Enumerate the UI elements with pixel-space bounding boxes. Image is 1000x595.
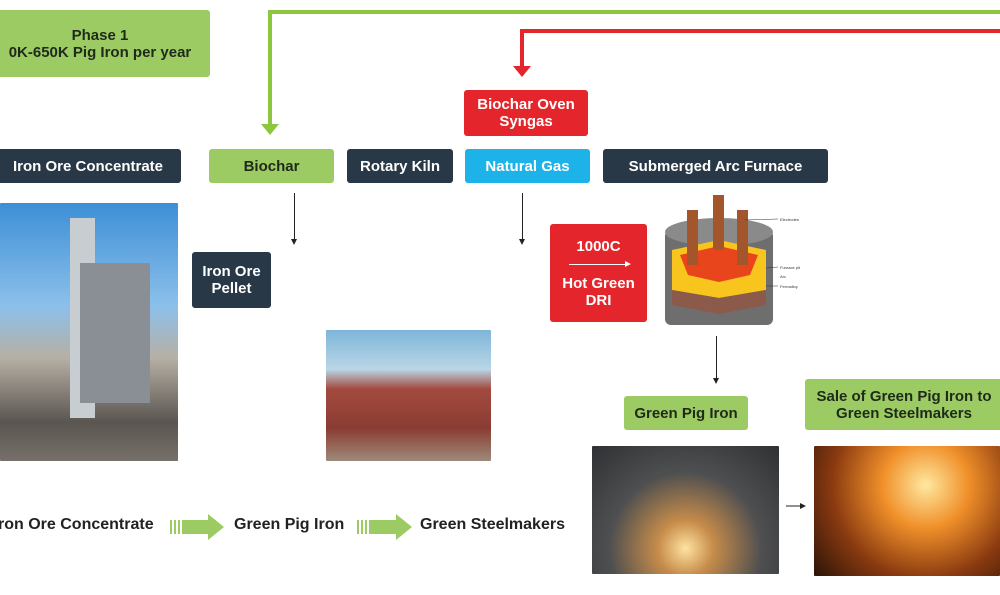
input-submerged-arc-furnace: Submerged Arc Furnace: [603, 149, 828, 183]
flow-arrow-1: [170, 514, 224, 540]
dri-temperature: 1000C: [576, 237, 621, 255]
svg-text:Electrodes: Electrodes: [780, 217, 799, 222]
dri-label: Hot Green DRI: [562, 274, 635, 309]
flow-pig-iron: Green Pig Iron: [234, 516, 345, 533]
svg-text:Ferroalloy: Ferroalloy: [780, 284, 798, 289]
dri-box: 1000C Hot Green DRI: [550, 224, 647, 322]
phase-subtitle: 0K-650K Pig Iron per year: [8, 43, 192, 61]
phase-box: Phase 1 0K-650K Pig Iron per year: [0, 10, 210, 77]
furnace-illustration: Electrodes Furnace pit Arc Ferroalloy: [665, 195, 801, 325]
steelmaking-photo: [814, 446, 1000, 576]
input-iron-ore: Iron Ore Concentrate: [0, 149, 181, 183]
rotary-kiln-photo: [326, 330, 491, 461]
svg-text:Arc: Arc: [780, 274, 786, 279]
iron-ore-plant-photo: [0, 203, 178, 461]
arrow-right-icon: [568, 260, 631, 267]
pig-iron-plant-photo: [592, 446, 779, 574]
flow-arrow-2: [357, 514, 412, 540]
input-rotary-kiln: Rotary Kiln: [347, 149, 453, 183]
pellet-box: Iron Ore Pellet: [192, 252, 271, 308]
arrow-head: [261, 124, 279, 135]
pig-iron-box: Green Pig Iron: [624, 396, 748, 430]
flow-steelmakers: Green Steelmakers: [420, 516, 565, 533]
arrow-head: [800, 503, 806, 509]
arrow-down: [291, 193, 297, 245]
arrow-down: [713, 336, 719, 384]
input-biochar: Biochar: [209, 149, 334, 183]
arrow-head: [513, 66, 531, 77]
input-natural-gas: Natural Gas: [465, 149, 590, 183]
syngas-box: Biochar Oven Syngas: [464, 90, 588, 136]
biochar-feed-line: [268, 10, 1000, 128]
flow-iron-ore: ron Ore Concentrate: [0, 516, 154, 533]
sale-box: Sale of Green Pig Iron to Green Steelmak…: [805, 379, 1000, 430]
phase-title: Phase 1: [71, 26, 129, 44]
syngas-feed-line: [520, 29, 1000, 70]
arrow-down: [519, 193, 525, 245]
svg-text:Furnace pit: Furnace pit: [780, 265, 801, 270]
